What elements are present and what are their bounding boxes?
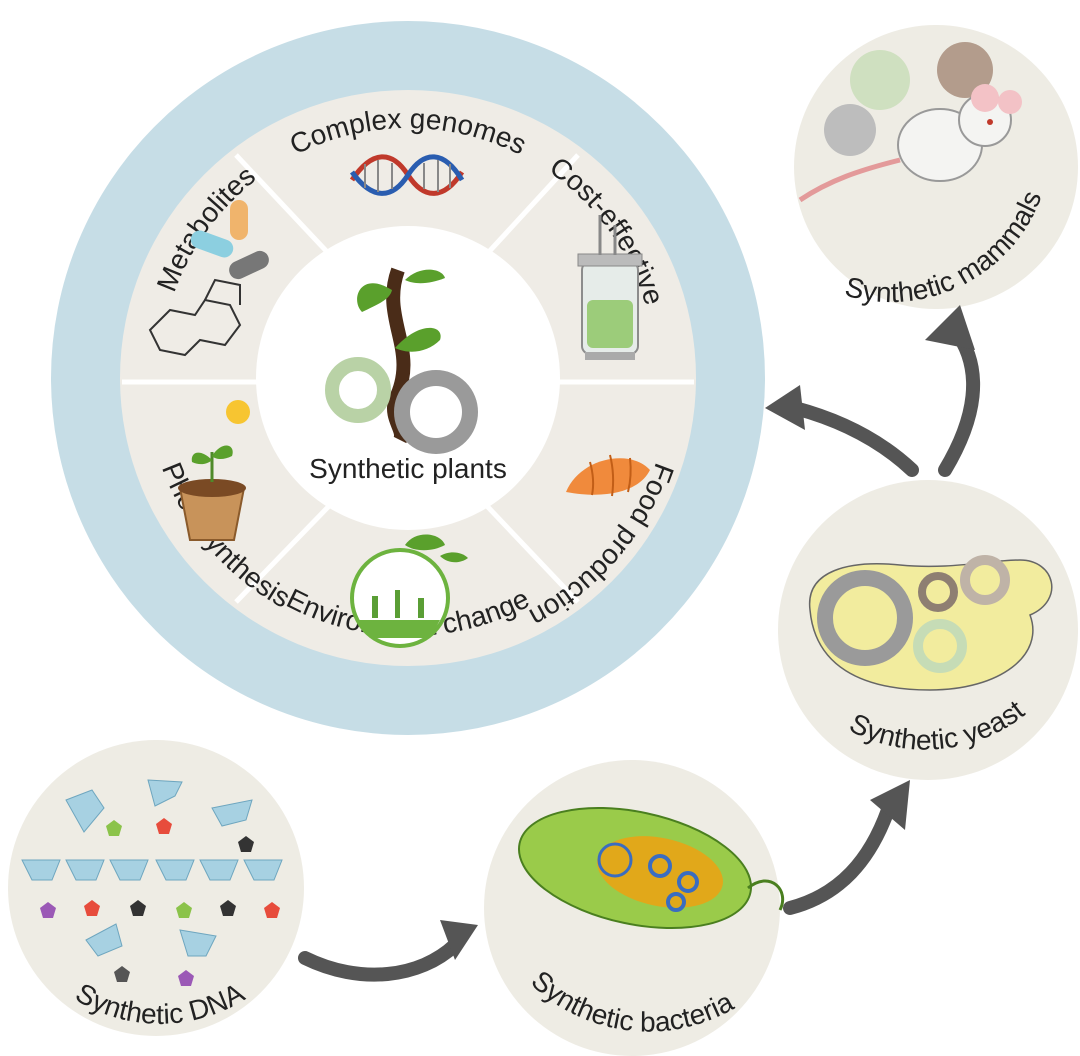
arrow-dna-to-bacteria: [298, 938, 462, 982]
arrow-head-yeast-plants: [765, 385, 805, 430]
croissant-icon: [566, 454, 650, 497]
arrow-yeast-to-mammals: [938, 323, 981, 477]
arrow-yeast-to-plants: [788, 401, 919, 477]
arrow-heads: [440, 305, 975, 960]
pills-molecule-icon: [148, 200, 269, 357]
gear-icon-green: [325, 357, 391, 423]
gear-icon-gray: [394, 370, 478, 454]
bacterium-icon: [517, 806, 785, 930]
arrow-head-bacteria-yeast: [870, 780, 910, 830]
arrow-bacteria-to-yeast: [783, 803, 895, 915]
dna-building-blocks-icon: [21, 779, 283, 986]
potted-seedling-icon: [178, 400, 250, 541]
center-label: Synthetic plants: [309, 453, 507, 484]
arrow-head-yeast-mammals: [925, 305, 975, 350]
mouse-icon: [798, 42, 1022, 203]
green-earth-icon: [350, 534, 468, 648]
segment-dividers: [122, 153, 694, 604]
dna-helix-icon: [349, 154, 465, 196]
sun-icon: [226, 400, 250, 424]
arrow-head-dna-bacteria: [440, 920, 478, 960]
bioreactor-icon: [577, 215, 643, 360]
plant-gears-icon: [325, 267, 478, 454]
yeast-cell-icon: [809, 555, 1053, 691]
